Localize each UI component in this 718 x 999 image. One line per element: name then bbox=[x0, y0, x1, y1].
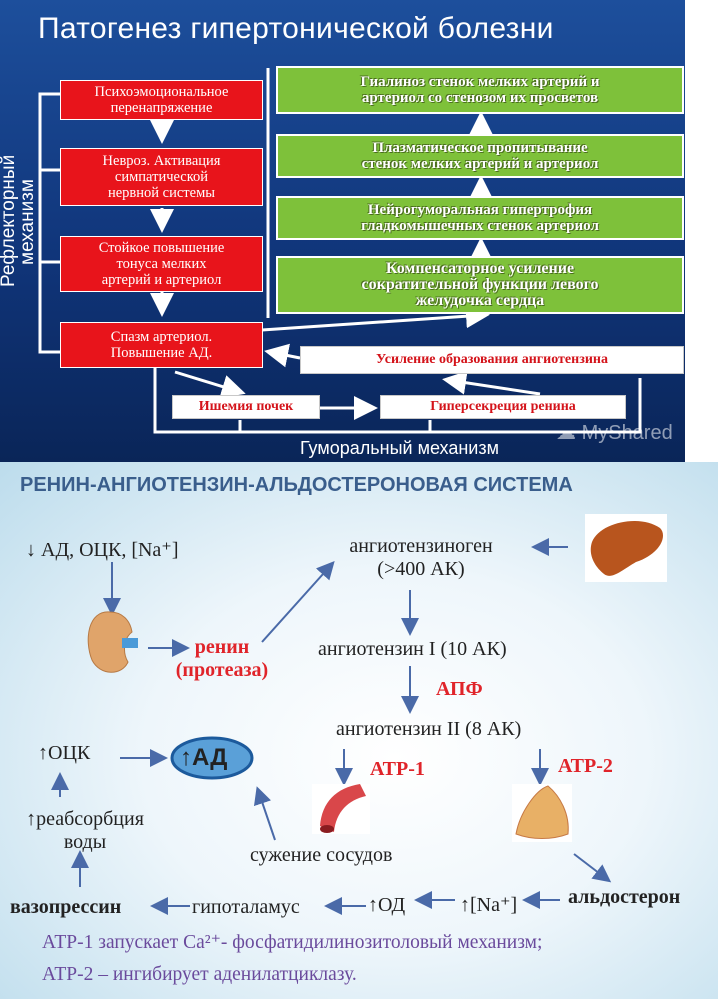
ock-text: ОЦК bbox=[48, 742, 91, 764]
angiotensin2-label: ангиотензин II (8 АК) bbox=[336, 718, 522, 740]
box-line: перенапряжение bbox=[110, 100, 213, 116]
slide-title: Патогенез гипертонической болезни bbox=[38, 12, 554, 45]
aldosterone-label: альдостерон bbox=[568, 886, 681, 908]
up-arrow-icon: ↑ bbox=[26, 808, 37, 830]
ischemia-box: Ишемия почек bbox=[172, 395, 320, 419]
box-line: сократительной функции левого bbox=[361, 276, 599, 293]
box-line: тонуса мелких bbox=[116, 256, 207, 272]
reflex-mechanism-label: Рефлекторный механизм bbox=[0, 154, 43, 287]
hypothalamus-label: гипоталамус bbox=[192, 896, 300, 918]
angiotensin-box: Усиление образования ангиотензина bbox=[300, 346, 684, 374]
raas-arrows bbox=[51, 514, 667, 915]
ace-label: АПФ bbox=[436, 678, 483, 700]
bp-text: АД bbox=[192, 744, 228, 771]
box-line: Компенсаторное усиление bbox=[385, 260, 575, 277]
low-bp-label: ↓ АД, ОЦК, [Na⁺] bbox=[26, 537, 179, 562]
box-line: симпатической bbox=[114, 169, 209, 185]
box-line: Повышение АД. bbox=[110, 345, 213, 361]
atr1-label: АТР-1 bbox=[370, 758, 425, 780]
spasm-box: Спазм артериол.Повышение АД. bbox=[60, 322, 263, 368]
box-line: Плазматическое пропитывание bbox=[372, 140, 588, 156]
box-line: стенок мелких артерий и артериол bbox=[361, 156, 599, 172]
raas-title: РЕНИН-АНГИОТЕНЗИН-АЛЬДОСТЕРОНОВАЯ СИСТЕМ… bbox=[20, 474, 573, 496]
down-arrow-icon: ↓ bbox=[26, 539, 41, 561]
up-arrow-icon: ↑ bbox=[38, 742, 48, 764]
watermark-icon: ☁ bbox=[556, 422, 582, 444]
blood-pressure-node bbox=[170, 736, 254, 780]
humoral-mechanism-label: Гуморальный механизм bbox=[300, 438, 499, 458]
sodium-label: ↑[Na⁺] bbox=[460, 892, 517, 917]
top-connectors bbox=[38, 68, 642, 434]
box-line: Стойкое повышение bbox=[98, 240, 225, 256]
box-line: желудочка сердца bbox=[415, 292, 545, 309]
angiotensinogen-label: ангиотензиноген (>400 АК) bbox=[335, 535, 507, 581]
reabsorption-label: ↑реабсорбция воды bbox=[10, 808, 160, 854]
ock-label: ↑ОЦК bbox=[38, 742, 90, 765]
note-atr2: АТР-2 – ингибирует аденилатциклазу. bbox=[42, 964, 357, 985]
note-atr1: АТР-1 запускает Ca²⁺- фосфатидилинозитол… bbox=[42, 932, 543, 953]
box-line: артерий и артериол bbox=[101, 272, 222, 288]
box-line: Нейрогуморальная гипертрофия bbox=[367, 202, 593, 218]
reflex-label-line1: Рефлекторный bbox=[0, 154, 19, 287]
renin-box: Гиперсекреция ренина bbox=[380, 395, 626, 419]
box-line: Психоэмоциональное bbox=[94, 84, 229, 100]
liver-icon bbox=[585, 514, 667, 582]
kidney-icon bbox=[87, 611, 138, 673]
renin-label: ренин (протеаза) bbox=[162, 636, 282, 682]
box-line: Невроз. Активация bbox=[102, 153, 221, 169]
atr2-label: АТР-2 bbox=[558, 755, 613, 777]
box-line: Гиалиноз стенок мелких артерий и bbox=[360, 74, 600, 90]
low-bp-text: АД, ОЦК, [Na⁺] bbox=[41, 539, 179, 561]
angiotensin1-label: ангиотензин I (10 АК) bbox=[318, 638, 507, 660]
text-line: реабсорбция bbox=[36, 808, 144, 830]
box-line: артериол со стенозом их просветов bbox=[361, 90, 599, 106]
bp-label: ↑АД bbox=[180, 744, 227, 772]
text-line: (>400 АК) bbox=[377, 558, 465, 580]
watermark: ☁ MyShared bbox=[556, 420, 673, 445]
text-line: (протеаза) bbox=[175, 659, 269, 681]
vasopressin-label: вазопрессин bbox=[10, 896, 122, 918]
reflex-label-line2: механизм bbox=[17, 179, 38, 265]
od-text: ОД bbox=[378, 894, 406, 916]
up-arrow-icon: ↑ bbox=[368, 894, 378, 916]
sodium-text: [Na⁺] bbox=[470, 894, 518, 916]
up-arrow-icon: ↑ bbox=[180, 744, 192, 771]
vasoconstriction-label: сужение сосудов bbox=[250, 844, 393, 866]
vessel-icon bbox=[312, 784, 370, 834]
box-line: нервной системы bbox=[107, 185, 215, 201]
box-line: Спазм артериол. bbox=[110, 329, 213, 345]
text-line: ренин bbox=[194, 636, 250, 658]
text-line: ангиотензиноген bbox=[349, 535, 493, 557]
watermark-text: MyShared bbox=[581, 422, 673, 444]
adrenal-icon bbox=[512, 784, 572, 842]
up-arrow-icon: ↑ bbox=[460, 894, 470, 916]
osmotic-pressure-label: ↑ОД bbox=[368, 894, 405, 917]
text-line: воды bbox=[63, 831, 107, 853]
box-line: гладкомышечных стенок артериол bbox=[361, 218, 599, 234]
